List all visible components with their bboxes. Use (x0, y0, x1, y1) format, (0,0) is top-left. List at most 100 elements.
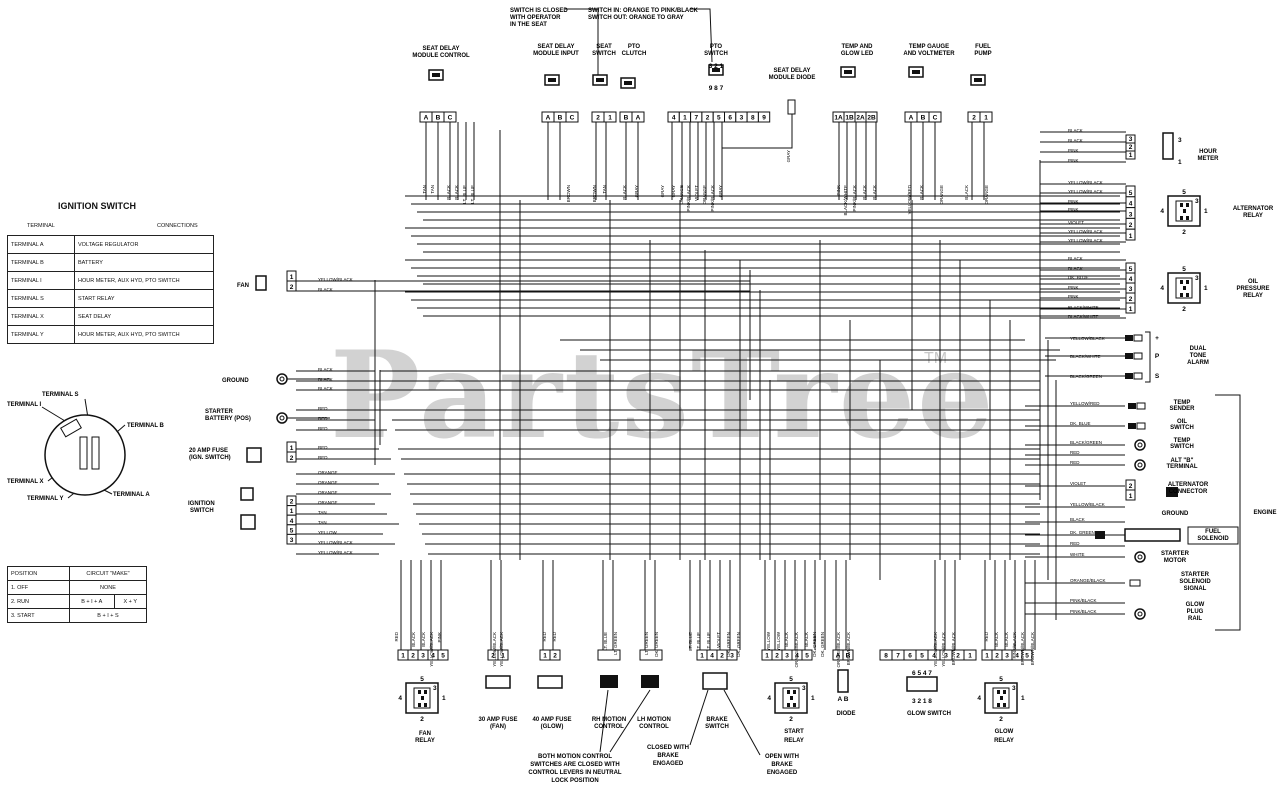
ign-wire-label: ORANGE (318, 490, 338, 495)
oil-relay-conn-pin: 1 (1129, 306, 1133, 313)
alternator-relay-icon-terminal (1180, 216, 1183, 220)
brake-closed-note: ENGAGED (653, 761, 684, 767)
oil-relay-conn-pin: 5 (1129, 266, 1133, 273)
fan-relay-icon-pin: 3 (433, 685, 437, 692)
seat-input-conn-pin: B (558, 115, 563, 122)
alt-relay-conn-pin: 3 (1129, 211, 1133, 218)
oil-pressure-relay-icon-terminal (1186, 280, 1189, 284)
hour-wire-label: PINK (1068, 148, 1079, 153)
pto-switch-wire-label: GRAY (671, 185, 676, 197)
engine-ring-terminal (1134, 439, 1146, 451)
glow-sw-pins: 6 5 4 7 (912, 670, 932, 677)
glow-switch-conn-pin: 6 (908, 653, 912, 660)
oil-wire-label: PINK (1068, 285, 1079, 290)
pto-switch-conn-pin: 9 (762, 115, 766, 122)
top-component-label: SWITCH (592, 51, 616, 57)
sensor-plug (1128, 423, 1136, 429)
alt-wire-label: PINK (1068, 199, 1079, 204)
switch-term-label: TERMINAL I (7, 402, 42, 408)
oil-relay-label: PRESSURE (1236, 286, 1269, 292)
alt-relay-conn-pin: 4 (1129, 201, 1133, 208)
top-component-label: AND VOLTMETER (903, 51, 955, 57)
hour-wire-label: BLACK (1068, 138, 1083, 143)
fuse40-icon (537, 675, 563, 689)
oil-wire-label: BLACK/WHITE (1068, 314, 1099, 319)
ground-wire-label: BLACK (318, 377, 333, 382)
alternator-relay-icon-inner (1175, 200, 1193, 222)
temp-led-conn-pin: 2B (867, 115, 876, 122)
start-relay-icon-terminal (793, 690, 796, 694)
alarm-pin: + (1155, 335, 1159, 342)
brake-closed-note: CLOSED WITH (647, 745, 689, 751)
fan-icon (255, 275, 267, 291)
hour-pin: 1 (1178, 159, 1182, 166)
oil-pressure-relay-icon-pin: 5 (1182, 266, 1186, 273)
brake-leader (723, 689, 761, 756)
engine-wire-label: RED (1070, 460, 1080, 465)
engine-part-label: PLUG (1187, 609, 1204, 615)
fan-relay-conn-pin: 5 (441, 653, 445, 660)
starter-label: BATTERY (POS) (205, 416, 251, 422)
engine-part-label: SENDER (1169, 406, 1195, 412)
fuse30-wire-label: YELLOW/BLACK (492, 632, 497, 667)
fan-relay-wire-label: YELLOW/BLACK (429, 632, 434, 667)
top-component-label: SEAT DELAY (773, 68, 810, 74)
glow-relay-conn-pin: 4 (1015, 653, 1019, 660)
switch-term-label: TERMINAL X (7, 479, 44, 485)
seat-input-conn-cell (565, 111, 579, 123)
alternator-relay-icon-terminal (1186, 203, 1189, 207)
glow-relay-conn-pin: 2 (995, 653, 999, 660)
fuse30-conn-pin: 1 (501, 653, 505, 660)
pto-switch-wire-label: GRAY (660, 185, 665, 197)
brake-closed-note: BRAKE (657, 753, 678, 759)
ign-conn-cell (286, 533, 297, 545)
engine-part-label: MOTOR (1164, 558, 1187, 564)
fan-wire-label: BLACK (318, 287, 333, 292)
ign-wire-label: YELLOW/BLACK (318, 540, 353, 545)
switch-term-label: TERMINAL S (42, 392, 79, 398)
temp-led-conn-pin: 1A (834, 115, 843, 122)
seat-delay-input-icon-core (548, 78, 556, 82)
seat-ctrl-wire-label: BLACK (446, 185, 451, 200)
diode-wire (722, 114, 793, 149)
seat-switch-note: WITH OPERATOR (510, 15, 561, 21)
brake-switch-icon (702, 672, 728, 690)
motion-note: LOCK POSITION (551, 778, 598, 784)
oil-pressure-relay-icon-pin: 3 (1195, 275, 1199, 282)
glow-wire-label: PINK/BLACK (1012, 632, 1017, 659)
oil-pressure-relay-icon-terminal (1180, 280, 1183, 284)
fuel-conn-cell (979, 111, 993, 123)
fuse40-wire-label: RED (552, 631, 557, 641)
oil-pressure-relay-icon-pin: 4 (1160, 285, 1164, 292)
start-wire-label: DK. GREEN (820, 632, 825, 657)
pto-switch-wire-label: ORANGE (702, 185, 707, 205)
engine-part-label: ALTERNATOR (1168, 482, 1209, 488)
oil-relay-conn-pin: 4 (1129, 276, 1133, 283)
glow-wire-label: BROWN/BLACK (1030, 632, 1035, 665)
ignition-plug-icon (240, 514, 256, 530)
glow-switch-icon (906, 676, 938, 692)
glow-relay-icon-terminal (1003, 703, 1006, 707)
alt-relay-label: ALTERNATOR (1233, 206, 1274, 212)
ground-label: GROUND (222, 378, 249, 384)
top-component-label: SEAT DELAY (422, 46, 459, 52)
fan-conn-pin: 2 (290, 284, 294, 291)
pto-switch-icon-core (712, 68, 720, 72)
start-relay-conn-cell (801, 649, 813, 661)
seat-note-leader (565, 8, 599, 80)
fan-relay-conn-pin: 2 (411, 653, 415, 660)
brake-open-note: BRAKE (771, 762, 792, 768)
ground-wire-label: BLACK (318, 367, 333, 372)
alt-relay-conn-pin: 2 (1129, 222, 1133, 229)
brake-wire-label: LT. BLUE (688, 632, 693, 651)
glow-relay-icon-pin: 4 (977, 695, 981, 702)
switch-term-label: TERMINAL A (113, 492, 150, 498)
fuse20-conn-cell (286, 451, 297, 463)
alt-wire-label: PINK (1068, 207, 1079, 212)
hour-meter-label: HOUR (1199, 149, 1217, 155)
starter-wire-label: RED (318, 406, 328, 411)
hour-wire-label: BLACK (1068, 128, 1083, 133)
engine-part-label: ALT "B" (1171, 458, 1194, 464)
